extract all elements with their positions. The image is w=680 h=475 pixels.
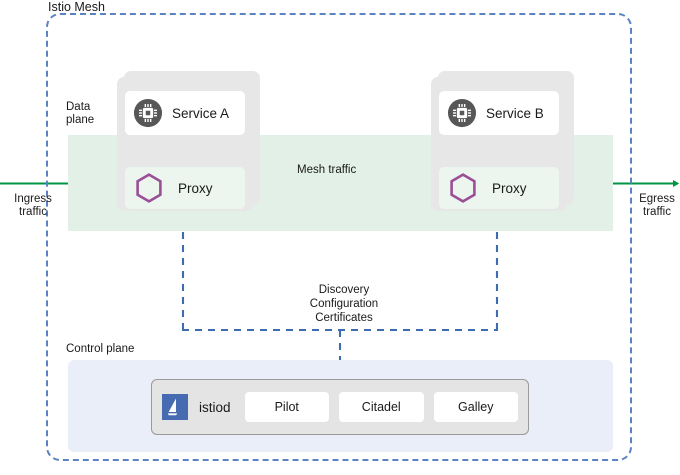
service-b-card[interactable]: Service B bbox=[439, 91, 559, 135]
hexagon-icon bbox=[450, 173, 476, 203]
pod-service-a: Service A Proxy bbox=[117, 71, 260, 211]
component-pilot[interactable]: Pilot bbox=[244, 392, 330, 422]
istiod-label: istiod bbox=[199, 399, 231, 415]
chip-icon bbox=[447, 98, 477, 128]
component-citadel[interactable]: Citadel bbox=[339, 392, 424, 422]
mesh-traffic-label: Mesh traffic bbox=[297, 164, 357, 176]
proxy-b-label: Proxy bbox=[492, 180, 527, 196]
service-b-label: Service B bbox=[486, 105, 544, 121]
egress-traffic-label: Egress traffic bbox=[639, 193, 675, 219]
proxy-a-label: Proxy bbox=[178, 180, 213, 196]
service-a-label: Service A bbox=[172, 105, 230, 121]
component-galley[interactable]: Galley bbox=[433, 392, 519, 422]
istio-mesh-title: Istio Mesh bbox=[48, 0, 105, 14]
istio-sail-logo-icon bbox=[162, 394, 188, 420]
pod-front-layer: Service B Proxy bbox=[431, 77, 567, 211]
service-a-card[interactable]: Service A bbox=[125, 91, 245, 135]
istiod-container: istiod Pilot Citadel Galley bbox=[151, 379, 529, 435]
ingress-traffic-label: Ingress traffic bbox=[14, 193, 52, 219]
discovery-configuration-certificates-label: Discovery Configuration Certificates bbox=[309, 284, 379, 325]
istio-mesh-boundary bbox=[46, 13, 632, 461]
hexagon-icon bbox=[136, 173, 162, 203]
proxy-b-card[interactable]: Proxy bbox=[439, 167, 559, 209]
proxy-a-card[interactable]: Proxy bbox=[125, 167, 245, 209]
pod-service-b: Service B Proxy bbox=[431, 71, 574, 211]
data-plane-label: Data plane bbox=[66, 101, 95, 127]
chip-icon bbox=[133, 98, 163, 128]
pod-front-layer: Service A Proxy bbox=[117, 77, 253, 211]
control-plane-label: Control plane bbox=[66, 343, 135, 355]
